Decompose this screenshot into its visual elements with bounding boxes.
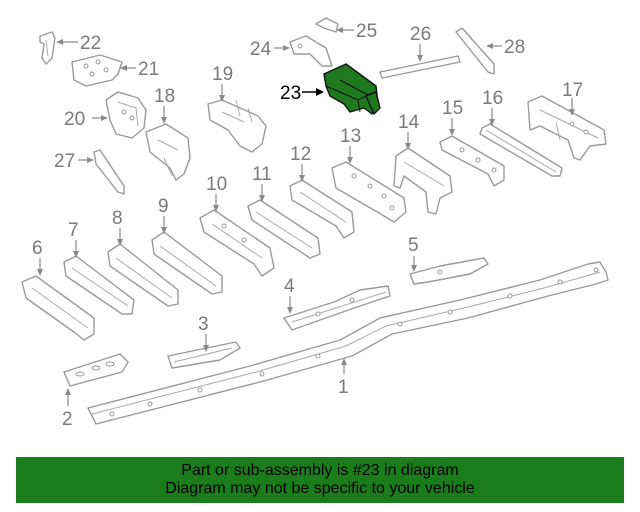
label-23[interactable]: 23	[280, 83, 301, 104]
label-28[interactable]: 28	[504, 37, 525, 58]
arrowhead-20	[101, 115, 108, 121]
arrowhead-18	[161, 117, 167, 124]
part-6[interactable]	[21, 275, 95, 341]
label-10[interactable]: 10	[206, 174, 227, 195]
arrowhead-13	[347, 157, 353, 164]
part-3[interactable]	[167, 341, 241, 369]
label-12[interactable]: 12	[290, 144, 311, 165]
arrowhead-8	[117, 239, 123, 246]
arrowhead-19	[219, 95, 225, 102]
banner-line-2: Diagram may not be specific to your vehi…	[165, 480, 475, 497]
part-13[interactable]	[331, 161, 407, 223]
part-10[interactable]	[199, 209, 275, 277]
label-4[interactable]: 4	[284, 276, 295, 297]
arrowhead-1	[341, 358, 347, 365]
part-28[interactable]	[455, 27, 495, 75]
label-8[interactable]: 8	[112, 208, 123, 229]
label-5[interactable]: 5	[408, 235, 419, 256]
part-22[interactable]	[39, 31, 56, 65]
part-16[interactable]	[479, 123, 563, 177]
part-12[interactable]	[289, 179, 355, 239]
banner-line-1: Part or sub-assembly is #23 in diagram	[181, 462, 459, 479]
label-27[interactable]: 27	[54, 151, 75, 172]
label-16[interactable]: 16	[482, 88, 503, 109]
part-18[interactable]	[145, 123, 191, 181]
arrowhead-27	[87, 157, 94, 163]
label-13[interactable]: 13	[340, 126, 361, 147]
arrowhead-10	[213, 205, 219, 212]
arrowhead-25	[336, 27, 343, 33]
part-21[interactable]	[71, 54, 123, 87]
arrowhead-24	[283, 45, 290, 51]
arrowhead-3	[203, 345, 209, 352]
arrowhead-5	[411, 265, 417, 272]
arrowhead-16	[489, 119, 495, 126]
arrowhead-26	[417, 55, 423, 62]
part-4[interactable]	[283, 285, 391, 331]
label-19[interactable]: 19	[212, 64, 233, 85]
label-3[interactable]: 3	[198, 314, 209, 335]
label-6[interactable]: 6	[32, 238, 43, 259]
arrowhead-17	[569, 109, 575, 116]
arrowhead-15	[449, 129, 455, 136]
label-25[interactable]: 25	[356, 21, 377, 42]
arrowhead-12	[299, 175, 305, 182]
arrowhead-2	[65, 388, 71, 395]
arrowhead-14	[405, 143, 411, 150]
label-21[interactable]: 21	[138, 59, 159, 80]
label-22[interactable]: 22	[80, 33, 101, 54]
label-7[interactable]: 7	[68, 220, 79, 241]
arrowhead-23	[316, 88, 324, 96]
arrowhead-6	[37, 269, 43, 276]
label-18[interactable]: 18	[154, 86, 175, 107]
label-14[interactable]: 14	[398, 112, 420, 133]
part-11[interactable]	[247, 199, 321, 259]
label-2[interactable]: 2	[62, 409, 73, 430]
label-9[interactable]: 9	[158, 196, 169, 217]
part-1-frame-rail[interactable]	[87, 261, 609, 425]
part-20[interactable]	[105, 91, 147, 139]
part-24[interactable]	[289, 35, 333, 67]
arrowhead-11	[259, 195, 265, 202]
label-17[interactable]: 17	[562, 80, 583, 101]
arrowhead-4	[287, 307, 293, 314]
label-24[interactable]: 24	[250, 39, 272, 60]
part-25[interactable]	[315, 17, 339, 33]
part-26[interactable]	[379, 55, 461, 79]
arrowhead-21	[120, 65, 127, 71]
arrowhead-28	[486, 43, 493, 49]
part-23-highlighted[interactable]	[323, 63, 381, 115]
label-20[interactable]: 20	[64, 109, 85, 130]
part-17[interactable]	[527, 95, 607, 161]
arrowhead-7	[73, 251, 79, 258]
label-1[interactable]: 1	[338, 377, 349, 398]
frame-parts-diagram: 22 21 20 19 18 27 24	[21, 17, 609, 430]
part-14[interactable]	[393, 147, 453, 215]
part-19[interactable]	[207, 99, 267, 153]
label-15[interactable]: 15	[442, 98, 463, 119]
info-banner: Part or sub-assembly is #23 in diagram D…	[16, 457, 624, 503]
part-2[interactable]	[63, 353, 129, 387]
label-26[interactable]: 26	[410, 24, 431, 45]
part-5[interactable]	[409, 257, 489, 285]
part-15[interactable]	[439, 135, 505, 187]
part-27[interactable]	[93, 149, 125, 195]
arrowhead-9	[161, 227, 167, 234]
label-11[interactable]: 11	[252, 164, 272, 185]
arrowhead-22	[56, 39, 63, 45]
